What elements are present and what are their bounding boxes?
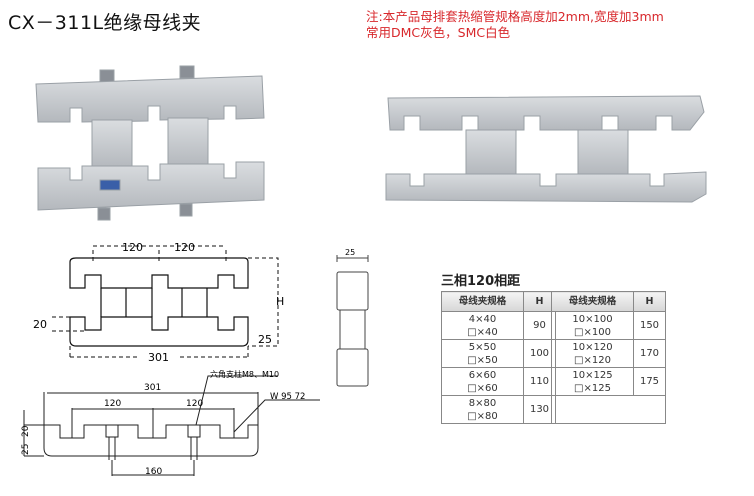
h-value: 150: [633, 311, 666, 340]
spec: 5×50: [468, 341, 497, 353]
h-value: 110: [523, 367, 556, 396]
header-h: H: [633, 291, 666, 312]
label-badge: [99, 179, 121, 191]
spec-alt: □×125: [574, 382, 611, 394]
product-note: 注:本产品母排套热缩管规格高度加2mm,宽度加3mm 常用DMC灰色，SMC白色: [366, 9, 664, 41]
sec-dim-pitch-1: 120: [104, 399, 121, 409]
drawing-section-view: [23, 375, 320, 476]
table-row: [551, 395, 666, 424]
empty-cell: [551, 395, 666, 424]
dim-length: 301: [148, 351, 169, 364]
header-h: H: [523, 291, 556, 312]
product-photo-front: [35, 65, 265, 221]
sec-dim-pitch-2: 120: [186, 399, 203, 409]
product-photo-side: [385, 95, 707, 203]
spec: 6×60: [468, 369, 497, 381]
sec-dim-slot: 20: [21, 425, 31, 437]
header-spec: 母线夹规格: [551, 291, 634, 312]
sec-dim-bolt-spacing: 160: [145, 467, 162, 477]
header-spec: 母线夹规格: [441, 291, 524, 312]
sec-dim-base: 25: [21, 444, 31, 455]
spec-alt: □×50: [467, 354, 498, 366]
spec: 10×100: [572, 313, 613, 325]
table-row: 10×120□×120 170: [551, 339, 666, 368]
spec: 10×120: [572, 341, 613, 353]
dim-height: H: [276, 295, 284, 308]
page-title: CX－311L绝缘母线夹: [8, 12, 202, 34]
spec-alt: □×100: [574, 326, 611, 338]
drawing-side-view: [336, 255, 369, 387]
spec-alt: □×120: [574, 354, 611, 366]
h-value: 170: [633, 339, 666, 368]
bolt-icon: [99, 69, 115, 83]
table-row: 10×125□×125 175: [551, 367, 666, 396]
h-value: 90: [523, 311, 556, 340]
note-line-1: 注:本产品母排套热缩管规格高度加2mm,宽度加3mm: [366, 9, 664, 24]
spec: 10×125: [572, 369, 613, 381]
bolt-icon: [179, 65, 195, 79]
dim-pitch-2: 120: [174, 241, 195, 254]
note-line-2: 常用DMC灰色，SMC白色: [366, 25, 511, 40]
spec-alt: □×80: [467, 410, 498, 422]
table-row: 10×100□×100 150: [551, 311, 666, 340]
table-row: 4×40□×40 90: [441, 311, 556, 340]
bolt-label: 六角支柱M8、M10: [210, 369, 279, 379]
table-title: 三相120相距: [441, 274, 521, 289]
sec-dim-length: 301: [144, 383, 161, 393]
bolt-icon: [179, 203, 193, 217]
spec: 8×80: [468, 397, 497, 409]
dim-base: 25: [258, 333, 272, 346]
dim-width: 25: [345, 248, 355, 257]
spec-alt: □×40: [467, 326, 498, 338]
w-label: W 95 72: [270, 392, 305, 402]
h-value: 175: [633, 367, 666, 396]
table-row: 6×60□×60 110: [441, 367, 556, 396]
dim-slot: 20: [33, 318, 47, 331]
dim-pitch-1: 120: [122, 241, 143, 254]
drawing-front-view: [52, 245, 279, 360]
spec: 4×40: [468, 313, 497, 325]
bolt-icon: [97, 207, 111, 221]
spec-alt: □×60: [467, 382, 498, 394]
